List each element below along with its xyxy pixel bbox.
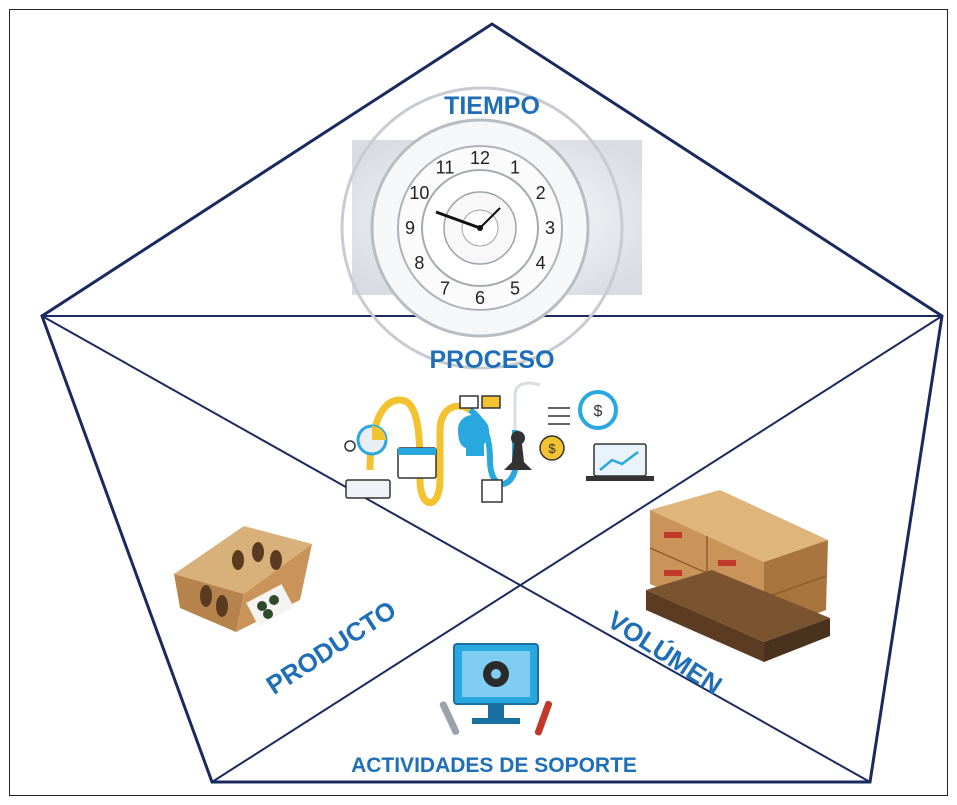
- clock-number: 4: [536, 253, 546, 273]
- clock-number: 8: [414, 253, 424, 273]
- clock-number: 3: [545, 218, 555, 238]
- clock-number: 2: [536, 183, 546, 203]
- clock-number: 5: [510, 279, 520, 299]
- svg-text:$: $: [594, 403, 603, 420]
- svg-text:$: $: [548, 441, 556, 456]
- clock-number: 10: [409, 183, 429, 203]
- label-tiempo: TIEMPO: [444, 92, 540, 120]
- clock-number: 11: [436, 157, 455, 177]
- pallet-boxes-icon: [646, 490, 830, 662]
- label-actividades-de-soporte: ACTIVIDADES DE SOPORTE: [351, 754, 637, 777]
- divider-diagonal-left: [41, 315, 871, 783]
- clock-number: 12: [470, 148, 490, 168]
- clock-number: 9: [405, 218, 415, 238]
- pentagon-outline: [40, 22, 944, 784]
- label-proceso: PROCESO: [429, 346, 554, 374]
- image-frame: [9, 9, 948, 796]
- divider-diagonal-right: [211, 315, 943, 783]
- clock-number: 7: [440, 279, 450, 299]
- process-infographic-icon: $ $: [344, 381, 654, 506]
- clock-number: 6: [475, 288, 485, 308]
- clock-number: 1: [510, 157, 520, 177]
- computer-tools-icon: [439, 643, 553, 736]
- product-box-icon: [174, 526, 312, 632]
